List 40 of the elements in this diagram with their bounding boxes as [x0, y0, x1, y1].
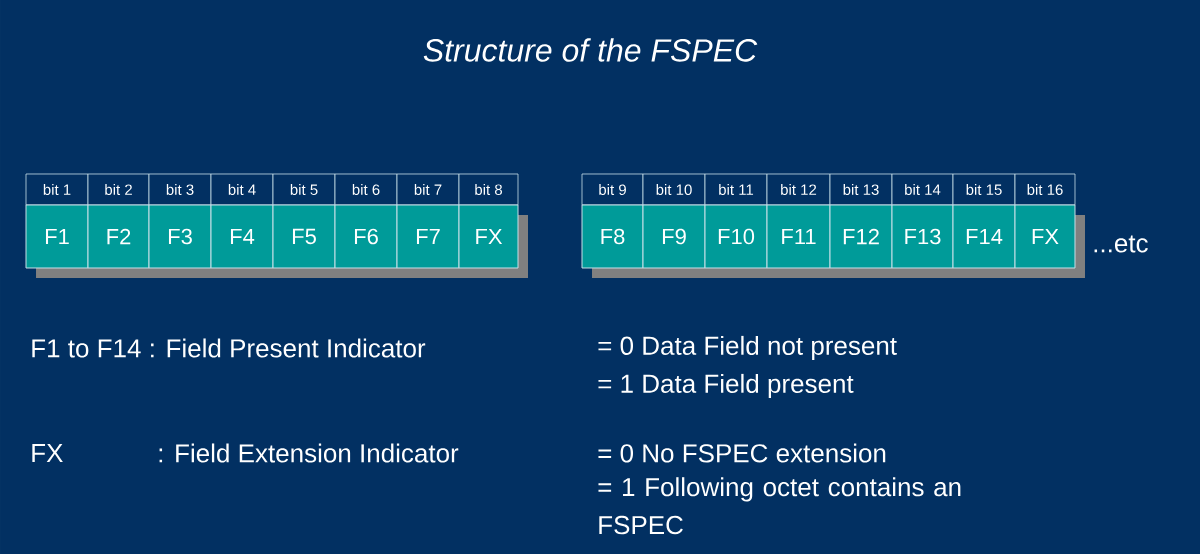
field-cell: F8 [581, 204, 644, 269]
legend-text: FX [32, 444, 63, 462]
field-cell: F10 [704, 204, 768, 269]
legend-text: = 0 No FSPEC extension [598, 443, 886, 463]
bit-header: bit 15 [952, 173, 1016, 206]
bit-header: bit 7 [396, 173, 460, 206]
legend-text: : Field Extension Indicator [159, 443, 459, 463]
field-cell: F12 [829, 204, 893, 269]
field-cell: F3 [148, 204, 212, 269]
field-cell: F2 [87, 204, 150, 269]
bit-header: bit 9 [581, 173, 644, 206]
bit-header: bit 10 [642, 173, 706, 206]
bit-header: bit 11 [704, 173, 768, 206]
field-cell: F9 [642, 204, 706, 269]
legend-text: = 1 Following octet contains an FSPEC [598, 477, 961, 535]
field-cell: F14 [952, 204, 1016, 269]
field-cell: F6 [334, 204, 398, 269]
field-cell: F4 [210, 204, 274, 269]
bit-header: bit 6 [334, 173, 398, 206]
bit-header: bit 5 [272, 173, 336, 206]
field-cell: F1 [25, 204, 89, 269]
bit-header: bit 4 [210, 173, 274, 206]
title: Structure of the FSPEC [423, 38, 758, 62]
field-cell: FX [458, 204, 519, 269]
bit-header: bit 3 [148, 173, 212, 206]
bit-header: bit 8 [458, 173, 519, 206]
legend-text: F1 to F14 : Field Present Indicator [32, 338, 426, 358]
field-cell: F11 [766, 204, 831, 269]
legend-text: = 1 Data Field present [598, 373, 854, 399]
bit-header: bit 14 [891, 173, 954, 206]
bit-header: bit 13 [829, 173, 893, 206]
field-cell: F7 [396, 204, 460, 269]
bit-header: bit 16 [1014, 173, 1076, 206]
bit-header: bit 12 [766, 173, 831, 206]
legend-text: = 0 Data Field not present [598, 335, 897, 361]
field-cell: F5 [272, 204, 336, 269]
bit-header: bit 2 [87, 173, 150, 206]
field-cell: FX [1014, 204, 1076, 269]
field-cell: F13 [891, 204, 954, 269]
bit-header: bit 1 [25, 173, 89, 206]
